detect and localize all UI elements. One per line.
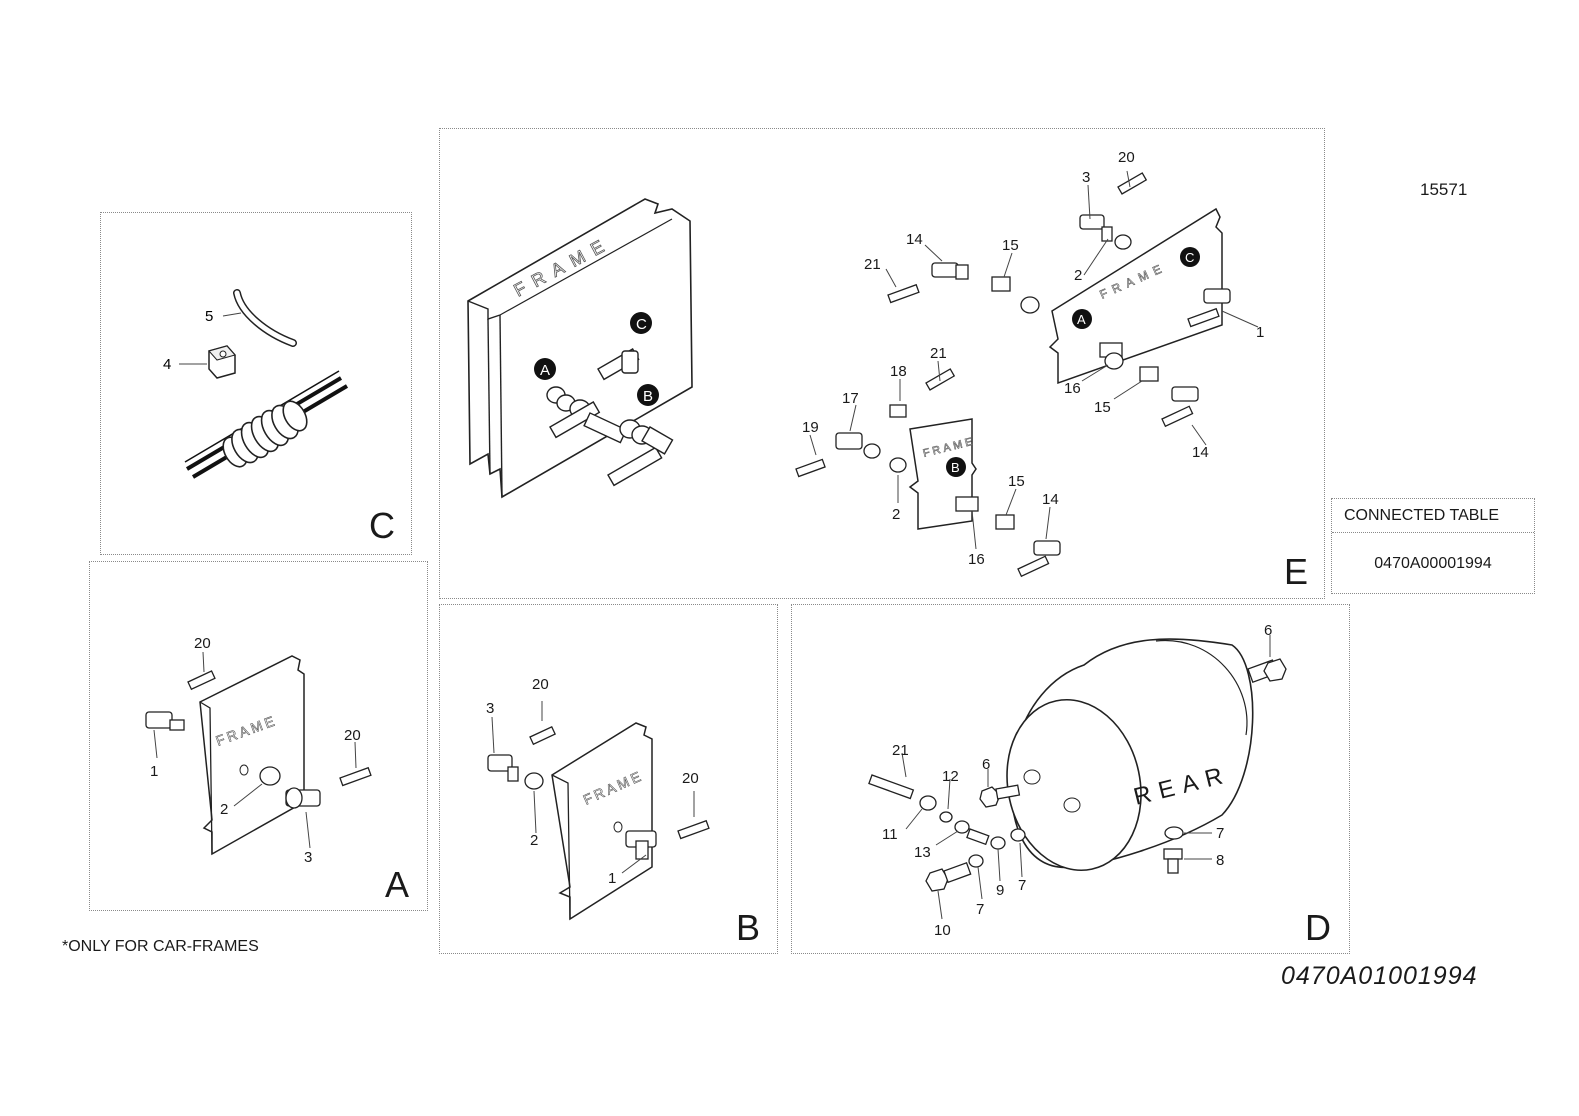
callout-d-12: 12: [942, 768, 959, 785]
callout-d-6-mid: 6: [982, 756, 990, 773]
callout-e-16-low: 16: [968, 551, 985, 568]
callout-b-2: 2: [530, 832, 538, 849]
callout-e-17: 17: [842, 390, 859, 407]
callout-e-19: 19: [802, 419, 819, 436]
marker-c-main-label: C: [636, 316, 647, 333]
marker-c-main: [630, 312, 652, 334]
marker-b-lower: [946, 457, 966, 477]
callout-d-11: 11: [882, 826, 898, 843]
callout-a-1: 1: [150, 763, 158, 780]
callout-e-1: 1: [1256, 324, 1264, 341]
callout-e-18: 18: [890, 363, 907, 380]
panel-c: 5 4 C: [100, 212, 412, 555]
callout-d-21: 21: [892, 742, 909, 759]
panel-letter-a: A: [385, 864, 410, 905]
callout-c-5: 5: [205, 308, 213, 325]
panel-a: FRAME 20 1 20 2 3 A: [89, 561, 428, 911]
callout-e-21-top: 21: [864, 256, 881, 273]
callout-e-20: 20: [1118, 149, 1135, 166]
panel-e: FRAME A C B FRAME A C FRAME B: [439, 128, 1325, 599]
callout-c-4: 4: [163, 356, 171, 373]
callout-d-7-mid: 7: [1018, 877, 1026, 894]
callout-e-2-low: 2: [892, 506, 900, 523]
panel-b-drawing: FRAME 20 3 20 2 1: [486, 676, 710, 921]
marker-a-main: [534, 358, 556, 380]
document-code: 0470A01001994: [1281, 962, 1478, 990]
callout-d-13: 13: [914, 844, 931, 861]
marker-b-main: [637, 384, 659, 406]
callout-d-10: 10: [934, 922, 951, 939]
callout-d-7-low: 7: [976, 901, 984, 918]
callout-d-6-top: 6: [1264, 622, 1272, 639]
callout-e-16-top: 16: [1064, 380, 1081, 397]
callout-e-2-top: 2: [1074, 267, 1082, 284]
connected-table-header: CONNECTED TABLE: [1332, 499, 1534, 533]
callout-e-14-top: 14: [906, 231, 923, 248]
marker-a-upper: [1072, 309, 1092, 329]
connected-table-value: 0470A00001994: [1374, 555, 1492, 572]
panel-letter-e: E: [1284, 551, 1309, 592]
callout-d-9: 9: [996, 882, 1004, 899]
callout-b-20-left: 20: [532, 676, 549, 693]
callout-e-15-mid: 15: [1094, 399, 1111, 416]
panel-letter-b: B: [736, 907, 761, 948]
callout-d-8: 8: [1216, 852, 1224, 869]
connected-table: CONNECTED TABLE 0470A00001994: [1331, 498, 1535, 594]
panel-e-drawing: FRAME A C B FRAME A C FRAME B: [467, 149, 1264, 578]
callout-a-20-left: 20: [194, 635, 211, 652]
callout-a-2: 2: [220, 801, 228, 818]
marker-a-main-label: A: [540, 362, 550, 379]
callout-e-21-mid: 21: [930, 345, 947, 362]
callout-b-1: 1: [608, 870, 616, 887]
footnote: *ONLY FOR CAR-FRAMES: [62, 938, 259, 955]
panel-letter-d: D: [1305, 907, 1331, 948]
marker-c-upper: [1180, 247, 1200, 267]
panel-a-drawing: FRAME 20 1 20 2 3: [145, 635, 372, 866]
panel-c-drawing: 5 4: [163, 289, 349, 479]
callout-e-15-low: 15: [1008, 473, 1025, 490]
panel-d: REAR: [791, 604, 1350, 954]
callout-b-3: 3: [486, 700, 494, 717]
callout-a-3: 3: [304, 849, 312, 866]
panel-d-drawing: REAR: [868, 622, 1287, 939]
panel-letter-c: C: [369, 505, 395, 546]
marker-b-main-label: B: [643, 388, 653, 405]
marker-a-upper-label: A: [1077, 312, 1086, 327]
callout-e-15-top: 15: [1002, 237, 1019, 254]
drawing-code: 15571: [1420, 180, 1468, 199]
callout-e-14-low: 14: [1042, 491, 1059, 508]
callout-b-20-right: 20: [682, 770, 699, 787]
marker-b-lower-label: B: [951, 460, 960, 475]
marker-c-upper-label: C: [1185, 250, 1194, 265]
callout-d-7-right: 7: [1216, 825, 1224, 842]
callout-e-14-mid: 14: [1192, 444, 1209, 461]
panel-b: FRAME 20 3 20 2 1 B: [439, 604, 778, 954]
callout-e-3: 3: [1082, 169, 1090, 186]
callout-a-20-right: 20: [344, 727, 361, 744]
